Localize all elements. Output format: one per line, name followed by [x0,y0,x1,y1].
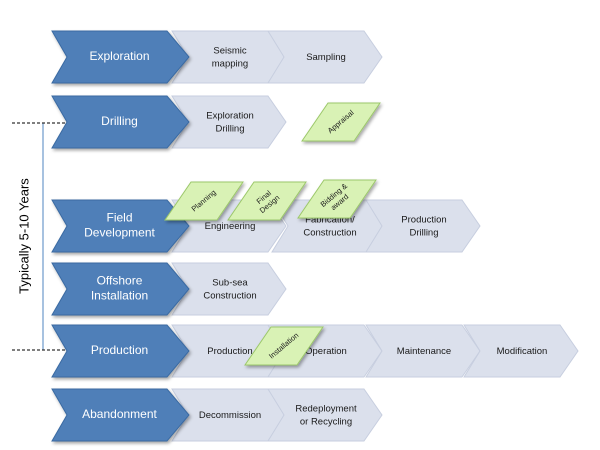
stage-chevron [51,388,190,442]
stage-chevron [51,95,190,149]
step-label: Engineering [205,221,256,232]
step-chevron [463,324,579,378]
step-label-line: Engineering [205,221,256,232]
stage-label: Production [91,343,148,357]
step-label-line: Maintenance [397,346,451,357]
milestone-parallelogram [227,181,307,221]
step-label-line: Modification [497,346,548,357]
stage-label-line: Abandonment [82,407,157,421]
stage-chevron [51,324,190,378]
step-label: Production [207,346,252,357]
milestone-parallelogram [244,326,324,366]
stage-label: Drilling [101,114,138,128]
step-label-line: Exploration [206,110,254,121]
step-label-line: mapping [212,58,248,69]
step-label-line: Production [401,214,446,225]
step-label-line: Decommission [199,410,261,421]
step-label-line: or Recycling [300,416,352,427]
step-label-line: Production [207,346,252,357]
step-label-line: Construction [203,290,256,301]
step-chevron [365,324,481,378]
step-label: Decommission [199,410,261,421]
stage-label-line: Development [84,226,155,240]
stage-label-line: Production [91,343,148,357]
step-chevron [267,30,383,84]
step-label: Redeployment or Recycling [295,403,357,427]
stage-label-line: Offshore [97,274,143,288]
step-label-line: Operation [305,346,347,357]
step-label-line: Drilling [215,123,244,134]
duration-label: Typically 5-10 Years [16,178,31,294]
step-label: Fabrication/Construction [303,214,356,238]
milestone-parallelogram [301,102,381,142]
step-label-line: Seismic [213,45,247,56]
stage-chevron [51,199,190,253]
step-label: Seismic mapping [212,45,248,69]
stage-label-line: Field [106,211,132,225]
step-label-line: Fabrication/ [305,214,355,225]
milestone-parallelogram [164,181,244,221]
duration-bracket: Typically 5-10 Years [12,122,78,351]
stage-label-line: Drilling [101,114,138,128]
step-label-line: Redeployment [295,403,357,414]
step-label-line: Sub-sea [212,277,248,288]
stage-label: Exploration [89,49,149,63]
milestone-parallelogram [297,179,377,219]
step-label: Sampling [306,52,346,63]
step-label-line: Construction [303,227,356,238]
step-label: Operation [305,346,347,357]
stage-label-line: Installation [91,289,148,303]
step-label-line: Drilling [409,227,438,238]
stage-chevron [51,262,190,316]
step-chevron [267,388,383,442]
stage-label-line: Exploration [89,49,149,63]
stage-label: Abandonment [82,407,157,421]
step-chevron [365,199,481,253]
step-label: Modification [497,346,548,357]
step-label-line: Sampling [306,52,346,63]
stage-chevron [51,30,190,84]
step-label: Maintenance [397,346,451,357]
